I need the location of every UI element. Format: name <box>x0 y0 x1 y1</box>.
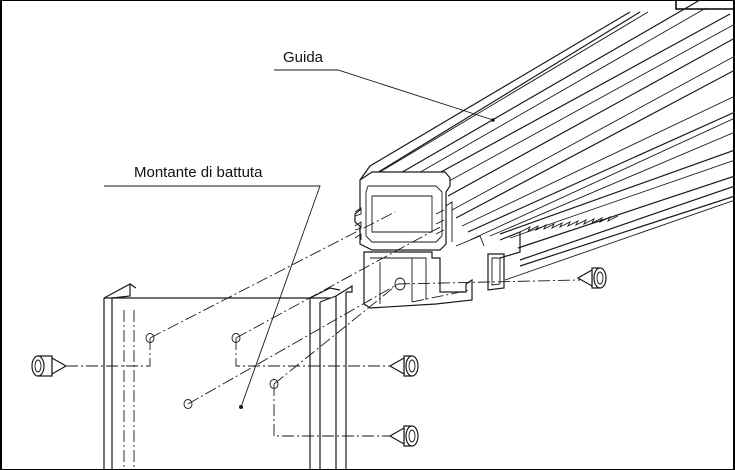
assembly-centerlines <box>60 211 581 437</box>
label-guida: Guida <box>283 49 324 66</box>
wall-plug-icon <box>388 355 419 377</box>
label-montante: Montante di battuta <box>134 164 263 181</box>
guida-callout: Guida <box>274 49 495 122</box>
wall-plug-icon <box>31 355 68 377</box>
wall-plug-icon <box>388 425 419 447</box>
guide-rail <box>354 0 735 309</box>
title-block-corner <box>675 0 735 10</box>
montante-callout: Montante di battuta <box>104 164 321 408</box>
strike-post <box>103 282 353 470</box>
wall-plug-icon <box>576 267 607 289</box>
